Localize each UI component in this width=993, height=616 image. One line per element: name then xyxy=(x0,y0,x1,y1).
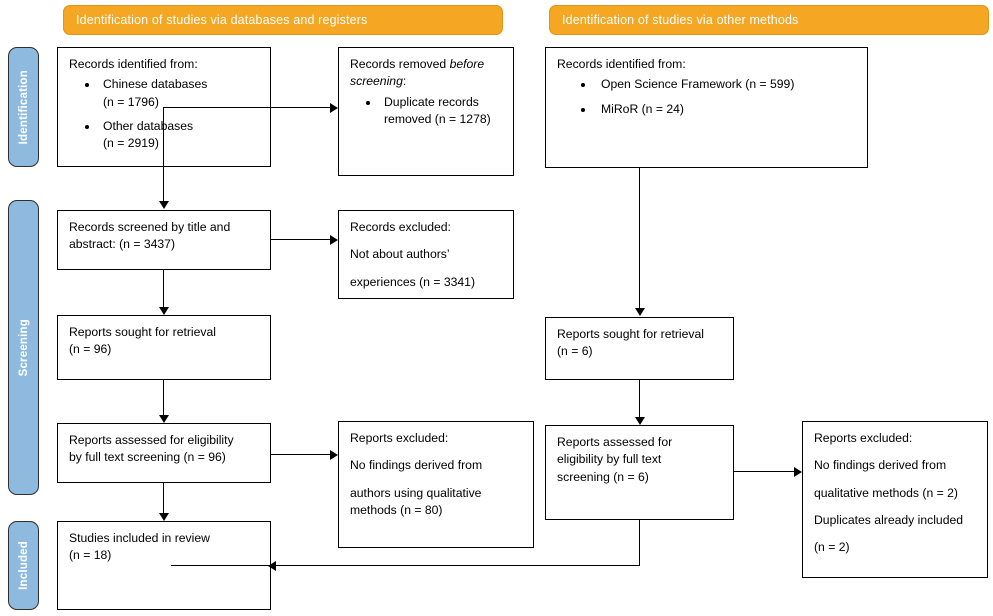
phase-header-databases-label: Identification of studies via databases … xyxy=(76,13,368,27)
box-reports-excluded-left: Reports excluded: No findings derived fr… xyxy=(338,421,534,548)
box-reports-sought-right: Reports sought for retrieval (n = 6) xyxy=(545,317,734,380)
reports-excluded-left-line3: methods (n = 80) xyxy=(350,502,443,517)
connector-identified-to-screened xyxy=(163,107,164,202)
connector-identified-to-removed xyxy=(163,107,331,108)
list-item: Other databases (n = 2919) xyxy=(69,118,260,153)
connector-other-to-sought-right xyxy=(639,168,640,309)
stage-tab-identification-label: Identification xyxy=(17,69,30,145)
box-records-excluded: Records excluded: Not about authors’ exp… xyxy=(338,210,514,299)
arrowhead-sought-to-assessed xyxy=(159,415,169,423)
connector-assessed-to-excluded-right xyxy=(734,471,795,472)
reports-excluded-right-heading: Reports excluded: xyxy=(814,431,913,445)
connector-assessed-to-excluded xyxy=(271,454,331,455)
reports-excluded-left-line2: authors using qualitative xyxy=(350,485,482,500)
reports-sought-left-line2: (n = 96) xyxy=(69,342,112,357)
records-identified-db-item-1-count: (n = 2919) xyxy=(103,136,159,151)
phase-header-databases: Identification of studies via databases … xyxy=(63,5,503,35)
studies-included-line1: Studies included in review xyxy=(69,531,210,545)
list-item: Open Science Framework (n = 599) xyxy=(557,76,857,93)
box-reports-sought-left: Reports sought for retrieval (n = 96) xyxy=(57,315,271,380)
reports-assessed-right-line2: eligibility by full text xyxy=(557,452,662,467)
arrowhead-identified-to-removed xyxy=(330,103,338,113)
connector-assessed-to-included xyxy=(163,483,164,514)
records-removed-item-0-line1: Duplicate records xyxy=(384,94,479,109)
connector-sought-to-assessed-right xyxy=(639,380,640,418)
records-removed-list: Duplicate records removed (n = 1278) xyxy=(350,94,503,129)
records-excluded-heading: Records excluded: xyxy=(350,220,451,234)
list-item: MiRoR (n = 24) xyxy=(557,101,857,118)
records-removed-heading-italic: before xyxy=(449,57,485,71)
studies-included-line2: (n = 18) xyxy=(69,548,112,563)
connector-screened-stub xyxy=(271,239,272,240)
reports-sought-right-line1: Reports sought for retrieval xyxy=(557,327,704,341)
arrowhead-sought-to-assessed-right xyxy=(635,417,645,425)
records-excluded-line1: Not about authors’ xyxy=(350,247,450,262)
arrowhead-other-to-sought-right xyxy=(635,308,645,316)
reports-excluded-right-group2-line1: Duplicates already included xyxy=(814,512,964,527)
arrowhead-assessed-to-included xyxy=(159,513,169,521)
stage-tab-identification: Identification xyxy=(8,47,39,167)
stage-tab-screening: Screening xyxy=(8,200,39,495)
arrowhead-assessed-to-excluded-right xyxy=(794,467,802,477)
reports-assessed-right-line1: Reports assessed for xyxy=(557,435,673,449)
records-identified-other-heading: Records identified from: xyxy=(557,57,686,71)
box-records-removed: Records removed before screening: Duplica… xyxy=(338,47,514,176)
reports-excluded-right-group1-line2: qualitative methods (n = 2) xyxy=(814,485,958,500)
records-removed-heading: Records removed before screening: xyxy=(350,56,503,91)
reports-assessed-left-line1: Reports assessed for eligibility xyxy=(69,433,234,447)
reports-assessed-left-line2: by full text screening (n = 96) xyxy=(69,450,226,465)
arrowhead-screened-to-excluded xyxy=(330,235,338,245)
box-records-screened: Records screened by title and abstract: … xyxy=(57,210,271,270)
reports-excluded-right-group1-line1: No findings derived from xyxy=(814,458,947,473)
box-records-identified-other: Records identified from: Open Science Fr… xyxy=(545,47,868,168)
records-removed-item-0-line2: removed (n = 1278) xyxy=(384,111,491,126)
arrowhead-screened-to-sought xyxy=(159,307,169,315)
list-item: Duplicate records removed (n = 1278) xyxy=(350,94,503,129)
records-identified-db-item-1-label: Other databases xyxy=(103,118,194,133)
records-screened-line2: abstract: (n = 3437) xyxy=(69,237,176,252)
records-identified-db-item-0-count: (n = 1796) xyxy=(103,94,159,109)
box-reports-excluded-right: Reports excluded: No findings derived fr… xyxy=(802,421,988,578)
stage-tab-included: Included xyxy=(8,521,39,610)
records-removed-heading-part2: screening xyxy=(350,74,403,89)
phase-header-other-methods-label: Identification of studies via other meth… xyxy=(562,13,799,27)
records-removed-heading-colon: : xyxy=(402,74,407,89)
box-reports-assessed-right: Reports assessed for eligibility by full… xyxy=(545,425,734,520)
reports-excluded-left-heading: Reports excluded: xyxy=(350,431,449,445)
connector-screened-to-sought xyxy=(163,270,164,308)
records-excluded-line2: experiences (n = 3341) xyxy=(350,274,475,289)
connector-sought-to-assessed xyxy=(163,380,164,416)
records-identified-other-item-0-label: Open Science Framework (n = 599) xyxy=(601,77,795,92)
reports-sought-right-line2: (n = 6) xyxy=(557,344,593,359)
records-identified-db-list: Chinese databases (n = 1796) Other datab… xyxy=(69,76,260,152)
arrowhead-identified-to-screened xyxy=(159,201,169,209)
reports-excluded-left-line1: No findings derived from xyxy=(350,458,483,473)
reports-assessed-right-line3: screening (n = 6) xyxy=(557,469,649,484)
connector-screened-to-excluded xyxy=(271,239,331,240)
records-removed-heading-part1: Records removed xyxy=(350,57,450,71)
arrowhead-assessed-to-excluded xyxy=(330,450,338,460)
connector-assessed-right-down xyxy=(639,520,640,566)
reports-excluded-right-group2-line2: (n = 2) xyxy=(814,540,850,555)
stage-tab-screening-label: Screening xyxy=(17,318,30,377)
box-reports-assessed-left: Reports assessed for eligibility by full… xyxy=(57,423,271,483)
records-identified-db-heading: Records identified from: xyxy=(69,57,198,71)
box-studies-included: Studies included in review (n = 18) xyxy=(57,521,271,610)
connector-assessed-right-to-included xyxy=(171,565,640,566)
records-identified-other-list: Open Science Framework (n = 599) MiRoR (… xyxy=(557,76,857,118)
reports-sought-left-line1: Reports sought for retrieval xyxy=(69,325,216,339)
records-identified-db-item-0-label: Chinese databases xyxy=(103,77,208,92)
phase-header-other-methods: Identification of studies via other meth… xyxy=(549,5,989,35)
arrowhead-assessed-right-to-included xyxy=(268,561,276,571)
records-screened-line1: Records screened by title and xyxy=(69,220,231,234)
records-identified-other-item-1-label: MiRoR (n = 24) xyxy=(601,101,684,116)
list-item: Chinese databases (n = 1796) xyxy=(69,76,260,111)
stage-tab-included-label: Included xyxy=(17,541,30,590)
